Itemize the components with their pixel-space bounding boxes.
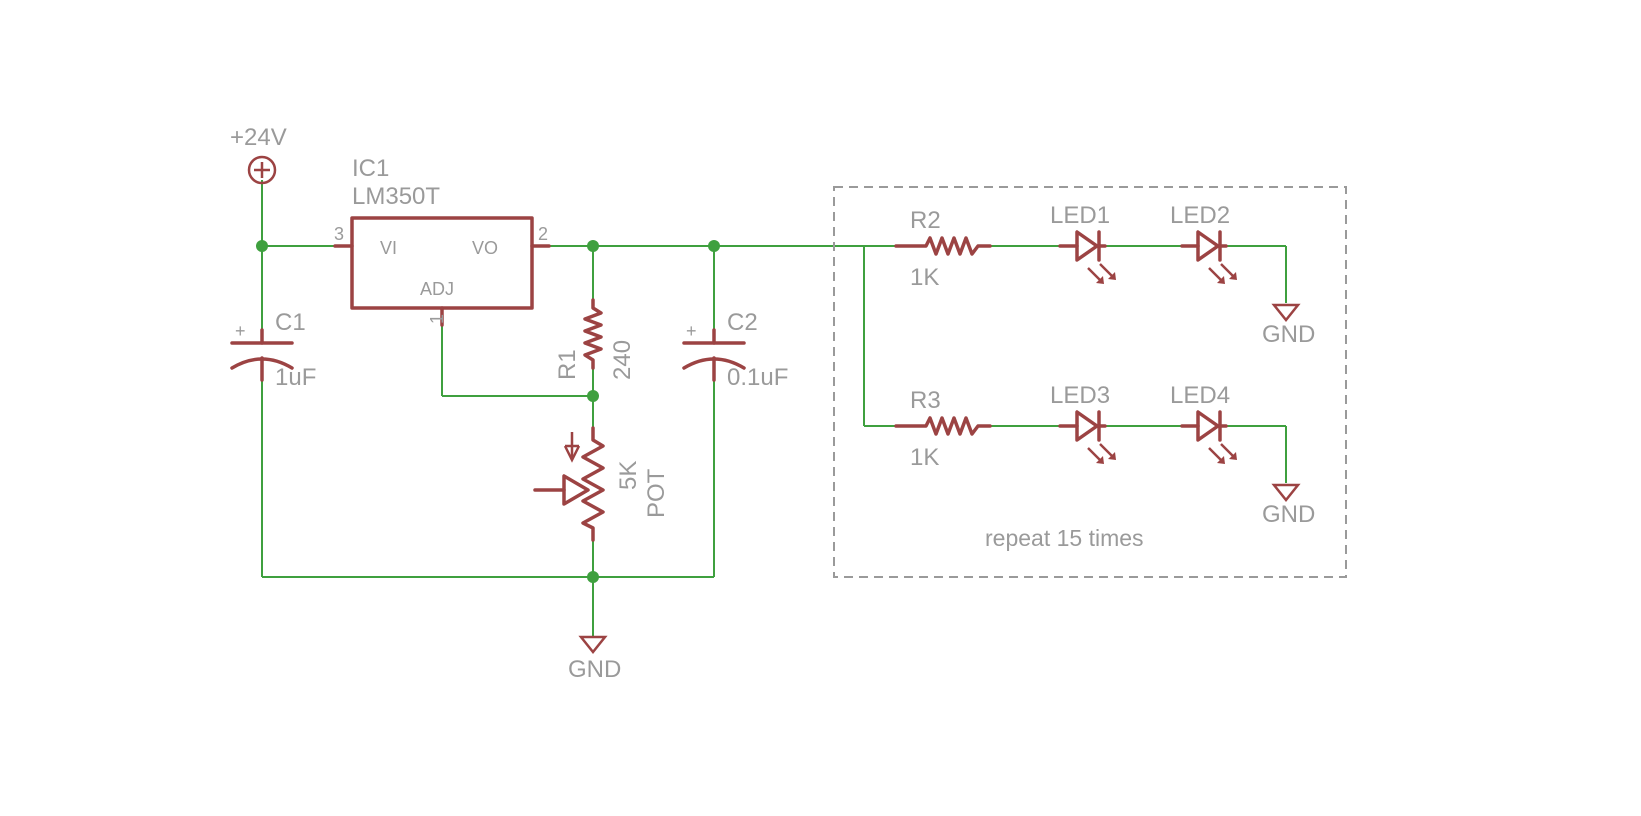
led2: LED2: [1170, 202, 1237, 284]
ic1-pin-adj: ADJ: [420, 279, 454, 299]
junction-dot: [256, 240, 268, 252]
r3-name: R3: [910, 387, 941, 414]
led3: LED3: [1050, 382, 1116, 464]
c1-polarity: +: [235, 321, 246, 341]
c1-name: C1: [275, 309, 306, 336]
ic1-pin-2: 2: [538, 224, 548, 244]
ground-symbol-main: GND: [568, 635, 621, 683]
resistor-r2: R2 1K: [894, 207, 992, 291]
wires: [261, 180, 1287, 637]
r1-value: 240: [609, 340, 636, 380]
repeat-note: repeat 15 times: [985, 525, 1144, 551]
c1-value: 1uF: [275, 364, 316, 391]
junction-dot: [587, 240, 599, 252]
r3-value: 1K: [910, 444, 939, 471]
junction-dot: [587, 390, 599, 402]
repeat-frame: [833, 186, 1347, 578]
junction-dot: [708, 240, 720, 252]
junction-dot: [587, 571, 599, 583]
ground-symbol-string1: GND: [1262, 303, 1315, 348]
led2-label: LED2: [1170, 202, 1230, 229]
ic1-pin-vo: VO: [472, 238, 498, 258]
led4: LED4: [1170, 382, 1237, 464]
gnd-label-main: GND: [568, 656, 621, 683]
pot-type: POT: [643, 468, 670, 518]
r2-name: R2: [910, 207, 941, 234]
led3-label: LED3: [1050, 382, 1110, 409]
junctions: [256, 240, 720, 583]
c2-value: 0.1uF: [727, 364, 788, 391]
resistor-r3: R3 1K: [894, 387, 992, 471]
ground-symbol-string2: GND: [1262, 483, 1315, 528]
c2-polarity: +: [686, 321, 697, 341]
supply-label: +24V: [230, 124, 287, 151]
potentiometer: 5K POT: [533, 426, 670, 542]
ic1-part: LM350T: [352, 183, 440, 210]
r1-name: R1: [554, 349, 581, 380]
led4-label: LED4: [1170, 382, 1230, 409]
ic1-pin-vi: VI: [380, 238, 397, 258]
ic1-pin-3: 3: [334, 224, 344, 244]
supply-symbol: +24V: [230, 124, 287, 185]
ic1-pin-1: 1: [427, 314, 447, 324]
capacitor-c1: + C1 1uF: [230, 309, 316, 391]
c2-name: C2: [727, 309, 758, 336]
led1: LED1: [1050, 202, 1116, 284]
gnd-label-string1: GND: [1262, 321, 1315, 348]
resistor-r1: R1 240: [554, 298, 636, 380]
ic1-name: IC1: [352, 155, 389, 182]
r2-value: 1K: [910, 264, 939, 291]
pot-value: 5K: [615, 461, 642, 490]
regulator-ic1: IC1 LM350T VI VO ADJ 3 2 1: [333, 155, 551, 327]
capacitor-c2: + C2 0.1uF: [682, 309, 788, 391]
gnd-label-string2: GND: [1262, 501, 1315, 528]
led1-label: LED1: [1050, 202, 1110, 229]
